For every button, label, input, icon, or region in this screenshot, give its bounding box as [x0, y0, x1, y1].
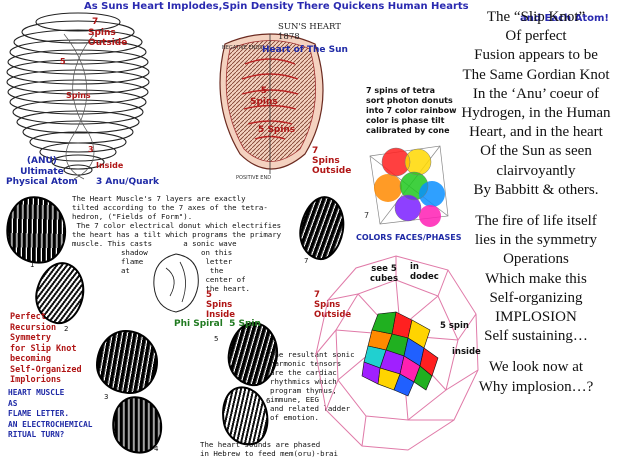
- right-column-line: Self sustaining…: [484, 328, 588, 345]
- anu-atom-caption: (ANU) Ultimate Physical Atom: [6, 156, 78, 187]
- heart-muscle-paragraph: The Heart Muscle's 7 layers are exactly …: [72, 194, 282, 293]
- right-column-line: The “Slip Knot”: [486, 9, 586, 25]
- right-column-line: The Same Gordian Knot: [462, 66, 610, 83]
- fig-label-2: 2: [64, 325, 69, 333]
- atom-spins-outside-label: Spins Outside: [88, 28, 128, 48]
- header-title-line2: and Each Atom!: [520, 13, 609, 24]
- atom-spins-3-number: 3: [88, 145, 94, 154]
- tetra-seven-label: 7: [364, 211, 370, 220]
- right-column-line: Heart, and in the heart: [469, 124, 603, 141]
- fig-label-3: 3: [104, 393, 109, 401]
- right-column-line: Self-organizing: [489, 289, 583, 306]
- right-column-line: Fusion appears to be: [474, 47, 598, 64]
- fig-label-5: 5: [214, 335, 219, 343]
- fig-label-4: 4: [154, 445, 159, 453]
- colors-faces-phases-label: COLORS FACES/PHASES: [356, 233, 462, 242]
- right-column-line: Why implosion…?: [478, 378, 594, 395]
- heart-muscle-figure-1: [1, 192, 71, 268]
- tetra-color-spheres-illustration: [369, 145, 449, 227]
- right-column-line: clairvoyantly: [496, 162, 576, 179]
- sun-heart-illustration: [219, 33, 324, 174]
- atom-spins-7-number: 7: [92, 17, 99, 27]
- right-column-line: By Babbitt & others.: [473, 181, 599, 198]
- flame-letter-text: HEART MUSCLE AS FLAME LETTER. AN ELECTRO…: [8, 388, 93, 439]
- anu-quark-caption: 3 Anu/Quark: [96, 177, 160, 187]
- right-column-line: Of the Sun as seen: [480, 143, 592, 160]
- recursion-symmetry-text: Perfect Recursion Symmetry for Slip Knot…: [10, 312, 82, 385]
- right-column-line: Which make this: [485, 270, 587, 287]
- in-dodec-label: in dodec: [410, 262, 439, 282]
- atom-spins-label: Spins: [66, 91, 91, 100]
- header-title-line1: As Suns Heart Implodes,Spin Density Ther…: [84, 1, 469, 12]
- sun-spins-center-label: 5 Spins: [258, 125, 296, 135]
- atom-spins-5-number: 5: [60, 57, 66, 66]
- sun-spins-outside-label: 7 Spins Outside: [312, 146, 352, 176]
- right-column-line: The fire of life itself: [475, 213, 597, 230]
- dodecahedron-cubes-illustration: [315, 255, 479, 451]
- atom-inside-label: Inside: [96, 161, 124, 170]
- harmonic-tensors-paragraph: The resultant sonic harmonic tensors are…: [270, 350, 355, 422]
- see-cubes-label: see 5 cubes: [370, 264, 398, 284]
- right-column-line: In the ‘Anu’ coeur of: [472, 85, 600, 102]
- heart-sounds-paragraph: The heart sounds are phased in Hebrew to…: [200, 440, 338, 458]
- right-column-line: lies in the symmetry: [474, 232, 598, 249]
- sun-heart-handwritten-title: SUN'S HEART 1878: [278, 22, 341, 42]
- heart-muscle-figure-3: [96, 330, 158, 394]
- fig-label-1: 1: [30, 261, 35, 269]
- negative-ends-label: NEGATIVE ENDS: [222, 45, 263, 51]
- heart-of-sun-caption: Heart of The Sun: [262, 45, 348, 55]
- right-column-line: Of perfect: [505, 28, 567, 45]
- right-column-line: We look now at: [488, 359, 584, 376]
- right-column-line: Operations: [503, 251, 569, 268]
- right-column-line: Hydrogen, in the Human: [461, 105, 611, 122]
- phi-spiral-label: Phi Spiral 5 Spin: [174, 319, 261, 329]
- fig-label-7: 7: [304, 257, 309, 265]
- five-spin-label: 5 spin: [440, 321, 469, 331]
- tetra-caption: 7 spins of tetra sort photon donuts into…: [366, 86, 457, 135]
- spins-inside-label: 5 Spins Inside: [206, 290, 236, 320]
- heart-sketch-outline: [153, 253, 199, 313]
- anu-atom-illustration: [6, 12, 150, 180]
- dodec-inside-label: inside: [452, 347, 481, 357]
- fig-label-6: 6: [266, 397, 271, 405]
- positive-ends-label: POSITIVE END: [236, 175, 272, 181]
- sun-spins-5-label: 5 Spins: [250, 86, 278, 107]
- right-column-line: IMPLOSION: [495, 309, 577, 326]
